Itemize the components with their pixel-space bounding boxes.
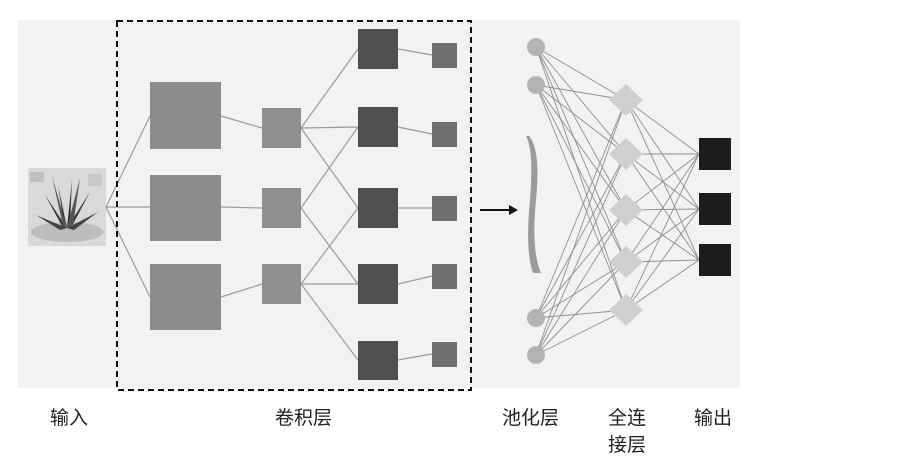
fc-edge <box>535 84 627 101</box>
fc-edge <box>625 208 700 263</box>
fc-node <box>609 246 643 278</box>
fc-edge <box>535 99 627 356</box>
fc-edge <box>535 209 627 356</box>
fc-edge <box>535 261 627 356</box>
fc-edge <box>535 46 627 263</box>
fc-edge <box>535 99 627 319</box>
right-arrow-icon <box>480 205 518 215</box>
fc-edge <box>625 208 700 311</box>
pool-node <box>527 309 545 327</box>
fc-edge <box>625 153 700 311</box>
conv-small-node <box>432 122 457 147</box>
fc-edge <box>625 259 700 311</box>
output-node <box>699 193 731 225</box>
conv-mid-node <box>262 264 301 304</box>
pool-ellipsis-bar <box>526 136 541 273</box>
fc-edge <box>625 153 700 263</box>
conv-mid-node <box>262 108 301 148</box>
fc-edge <box>535 84 627 311</box>
conv-dashed-box <box>116 20 472 391</box>
fc-layer-nodes <box>609 84 643 326</box>
fc-edge <box>535 309 627 356</box>
conv-large-node <box>150 82 221 149</box>
fc-edge <box>535 209 627 319</box>
conv-small-node <box>432 264 457 289</box>
fc-node <box>609 84 643 116</box>
fc-edge <box>535 153 627 319</box>
pool-label: 池化层 <box>502 407 559 429</box>
fc-edge <box>535 84 627 211</box>
fc-edge <box>625 99 700 155</box>
conv-small-node <box>432 196 457 221</box>
fc-node <box>609 294 643 326</box>
conv-dark-node <box>358 188 398 228</box>
output-node <box>699 244 731 276</box>
conv-dark-node <box>358 107 398 147</box>
pool-node <box>527 38 545 56</box>
conv-layer-nodes <box>150 29 457 380</box>
fc-edge <box>535 46 627 211</box>
fc-label-line2: 接层 <box>608 434 646 456</box>
conv-small-node <box>432 43 457 68</box>
output-label: 输出 <box>694 407 732 429</box>
conv-mid-node <box>262 188 301 228</box>
pool-layer-nodes <box>526 38 545 364</box>
fc-edge <box>625 153 700 261</box>
output-node <box>699 138 731 170</box>
fc-node <box>609 194 643 226</box>
conv-large-node <box>150 264 221 330</box>
conv-edges <box>105 48 433 361</box>
fc-label-line1: 全连 <box>608 407 646 429</box>
plant-photo-icon <box>28 168 106 246</box>
conv-dark-node <box>358 264 398 304</box>
fc-edge <box>535 46 627 101</box>
input-label: 输入 <box>50 407 88 429</box>
fc-node <box>609 138 643 170</box>
conv-dark-node <box>358 29 398 69</box>
fc-edge <box>535 261 627 319</box>
fc-edge <box>625 99 700 261</box>
conv-large-node <box>150 175 221 241</box>
fc-edge <box>535 84 627 263</box>
pool-node <box>527 76 545 94</box>
conv-dark-node <box>358 341 398 380</box>
pool-node <box>527 346 545 364</box>
fc-edges <box>535 46 700 356</box>
fc-edge <box>535 153 627 356</box>
fc-edge <box>625 153 700 211</box>
output-layer-nodes <box>699 138 731 276</box>
fc-edge <box>535 46 627 311</box>
conv-label: 卷积层 <box>275 407 332 429</box>
fc-edge <box>625 99 700 210</box>
conv-small-node <box>432 342 457 367</box>
